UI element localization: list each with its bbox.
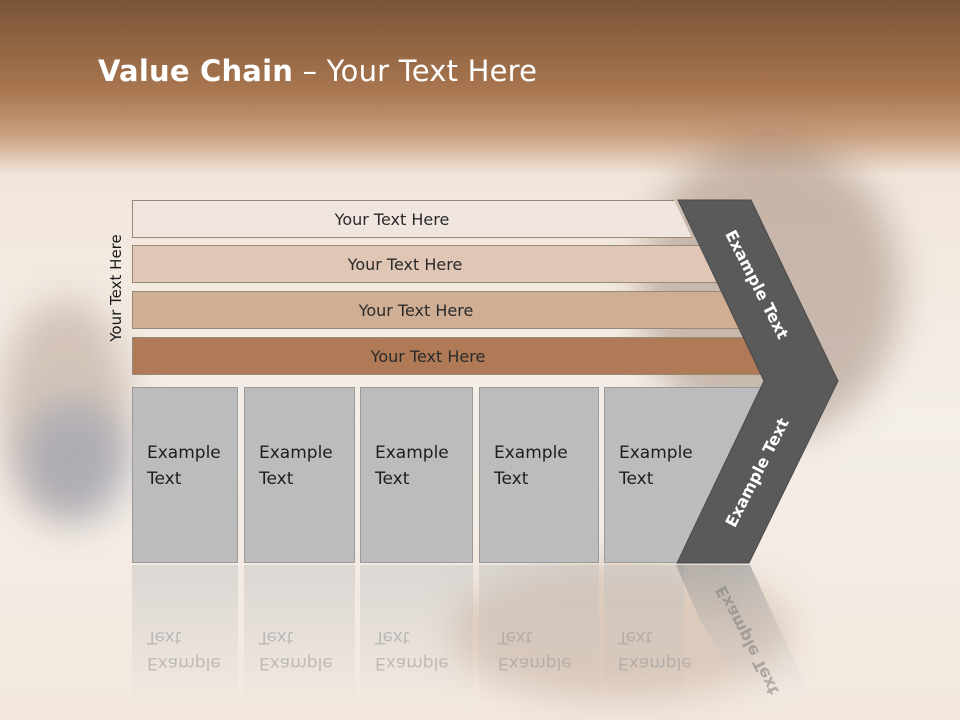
title-rest: – Your Text Here — [293, 54, 538, 88]
chevron-shape — [676, 199, 839, 564]
box-reflection — [479, 565, 599, 705]
background-photo-shirt — [20, 400, 130, 520]
value-bar-label: Your Text Here — [370, 346, 486, 366]
box-line-1: Example — [147, 443, 221, 463]
value-bar-label: Your Text Here — [334, 209, 450, 229]
activity-box-4: Example Text — [479, 387, 599, 563]
box-reflection — [360, 565, 473, 705]
chevron-reflection — [676, 565, 808, 720]
box-line-1: Example — [259, 443, 333, 463]
value-bar-1: Your Text Here — [132, 200, 692, 238]
value-bar-3: Your Text Here — [132, 291, 740, 329]
box-line-1: Example — [619, 443, 693, 463]
box-line-1: Example — [494, 443, 568, 463]
box-line-2: Text — [619, 469, 654, 489]
title-bold: Value Chain — [98, 54, 294, 88]
value-bar-label: Your Text Here — [347, 254, 463, 274]
background-photo-person — [0, 300, 130, 520]
activity-box-2: Example Text — [244, 387, 355, 563]
activity-box-3: Example Text — [360, 387, 473, 563]
box-line-2: Text — [375, 469, 410, 489]
value-bar-label: Your Text Here — [358, 300, 474, 320]
box-line-2: Text — [494, 469, 529, 489]
box-reflection — [132, 565, 238, 705]
box-line-2: Text — [259, 469, 294, 489]
box-line-1: Example — [375, 443, 449, 463]
box-reflection — [604, 565, 684, 705]
box-line-2: Text — [147, 469, 182, 489]
value-bar-2: Your Text Here — [132, 245, 718, 283]
box-reflection — [244, 565, 355, 705]
slide-title: Value Chain – Your Text Here — [98, 54, 537, 88]
value-bar-4: Your Text Here — [132, 337, 764, 375]
activity-box-1: Example Text — [132, 387, 238, 563]
